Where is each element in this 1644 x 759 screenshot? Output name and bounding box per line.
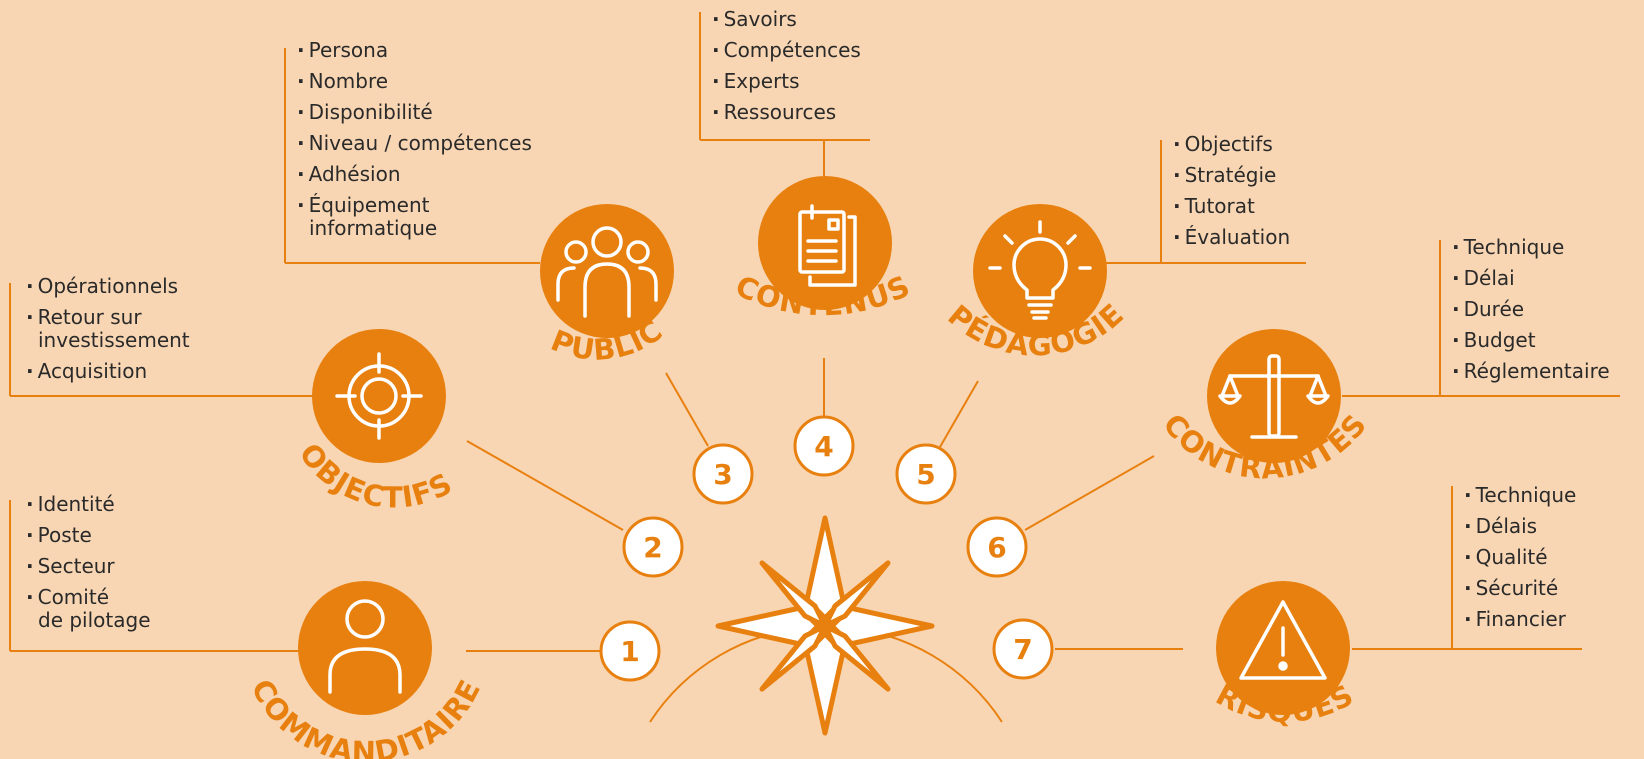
svg-text:2: 2: [643, 531, 662, 564]
list-item: Budget: [1452, 329, 1610, 352]
list-item: Technique: [1452, 236, 1610, 259]
step-number-6: 6: [966, 516, 1028, 578]
node-pedagogie: [973, 204, 1107, 338]
step-number-3: 3: [692, 443, 754, 505]
node-public: [540, 204, 674, 338]
scales-icon: [1218, 354, 1330, 439]
node-objectifs: [312, 329, 446, 463]
list-item: Secteur: [26, 555, 151, 578]
svg-text:5: 5: [916, 458, 935, 491]
list-item: Sécurité: [1464, 577, 1576, 600]
target-icon: [335, 352, 423, 440]
documents-icon: [798, 204, 857, 287]
list-item: Disponibilité: [297, 101, 532, 124]
warning-icon: [1239, 600, 1327, 680]
step-number-7: 7: [992, 618, 1054, 680]
contraintes-list: Technique Délai Durée Budget Réglementai…: [1452, 236, 1610, 391]
list-item: Compétences: [712, 39, 861, 62]
list-item: Durée: [1452, 298, 1610, 321]
list-item: Équipement informatique: [297, 194, 532, 240]
list-item: Réglementaire: [1452, 360, 1610, 383]
public-list: Persona Nombre Disponibilité Niveau / co…: [297, 39, 532, 248]
node-contraintes: [1207, 329, 1341, 463]
list-item: Persona: [297, 39, 532, 62]
list-item: Adhésion: [297, 163, 532, 186]
list-item: Acquisition: [26, 360, 190, 383]
list-item: Qualité: [1464, 546, 1576, 569]
list-item: Nombre: [297, 70, 532, 93]
pedagogie-list: Objectifs Stratégie Tutorat Évaluation: [1173, 133, 1291, 257]
svg-text:3: 3: [713, 458, 732, 491]
list-item: Délai: [1452, 267, 1610, 290]
svg-text:6: 6: [987, 531, 1006, 564]
node-commanditaire: [298, 581, 432, 715]
list-item: Poste: [26, 524, 151, 547]
list-item: Comité de pilotage: [26, 586, 151, 632]
commanditaire-list: Identité Poste Secteur Comité de pilotag…: [26, 493, 151, 640]
step-number-2: 2: [622, 516, 684, 578]
list-item: Tutorat: [1173, 195, 1290, 218]
list-item: Niveau / compétences: [297, 132, 532, 155]
list-item: Stratégie: [1173, 164, 1290, 187]
contenus-list: Savoirs Compétences Experts Ressources: [712, 8, 861, 132]
compass-rose-icon: [715, 515, 935, 736]
list-item: Financier: [1464, 608, 1576, 631]
list-item: Technique: [1464, 484, 1577, 507]
objectifs-list: Opérationnels Retour sur investissement …: [26, 275, 190, 391]
list-item: Savoirs: [712, 8, 861, 31]
risques-list: Technique Délais Qualité Sécurité Financ…: [1464, 484, 1577, 639]
svg-text:7: 7: [1013, 633, 1032, 666]
lightbulb-icon: [988, 220, 1092, 320]
step-number-1: 1: [599, 620, 661, 682]
user-icon: [328, 599, 402, 694]
list-item: Évaluation: [1173, 226, 1291, 249]
list-item: Opérationnels: [26, 275, 190, 298]
node-contenus: [758, 176, 892, 310]
svg-text:4: 4: [814, 430, 833, 463]
list-item: Experts: [712, 70, 861, 93]
svg-text:1: 1: [620, 635, 639, 668]
group-icon: [556, 226, 658, 318]
step-number-5: 5: [895, 443, 957, 505]
connector-lines: [9, 12, 1620, 723]
list-item: Retour sur investissement: [26, 306, 190, 352]
list-item: Délais: [1464, 515, 1576, 538]
step-number-4: 4: [793, 415, 855, 477]
list-item: Ressources: [712, 101, 861, 124]
list-item: Identité: [26, 493, 151, 516]
list-item: Objectifs: [1173, 133, 1290, 156]
node-risques: [1216, 581, 1350, 715]
